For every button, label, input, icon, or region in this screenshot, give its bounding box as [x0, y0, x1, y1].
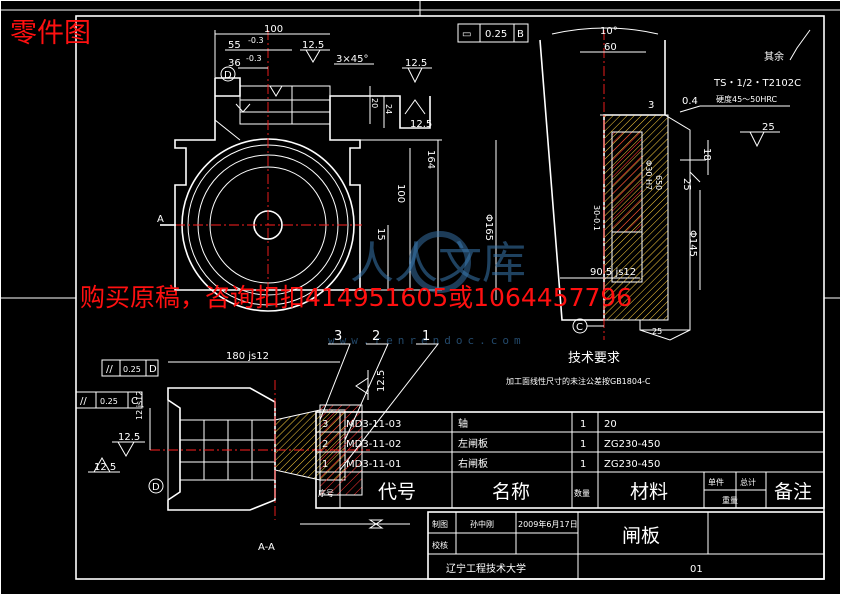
- bom-header-name: 名称: [492, 481, 530, 503]
- rest-rough-25: 25: [762, 122, 775, 133]
- angle-10: 10°: [600, 26, 618, 37]
- dim-100v: 100: [395, 184, 406, 203]
- bom-header-unit: 单件: [708, 477, 724, 487]
- dim-18: 18: [701, 148, 712, 161]
- title-block: 制图 孙中刚 2009年6月17日 校核 闸板 辽宁工程技术大学 01: [427, 511, 825, 580]
- page-title: 零件图: [10, 18, 91, 49]
- dim-36-tol: -0.3: [246, 54, 262, 63]
- bom-header-code: 代号: [378, 481, 416, 503]
- tb-drawer: 孙中刚: [470, 519, 494, 529]
- bom-header-remark: 备注: [774, 481, 812, 503]
- bom-header-total: 总计: [740, 477, 756, 487]
- parallel-1-ref: D: [149, 364, 157, 375]
- bom-row-2-seq: 2: [322, 439, 328, 450]
- balloon-3: 3: [334, 329, 342, 344]
- section-view: // 0.25 D // 0.25 C 180 js12 12 js12 12.…: [75, 329, 440, 553]
- dim-25-bottom: 25: [652, 327, 662, 336]
- dia-30b: 30-0.1: [592, 205, 601, 231]
- fit-12: 12 js12: [135, 391, 144, 420]
- parallel-1-val: 0.25: [123, 365, 141, 374]
- datum-c: C: [576, 322, 583, 333]
- rough-1: 12.5: [118, 432, 140, 443]
- watermark-text: 人人文库: [350, 238, 526, 289]
- bom-header-material: 材料: [630, 481, 668, 503]
- bom-row-3-mat: 20: [604, 419, 617, 430]
- dim-20: 20: [370, 98, 379, 108]
- bom-row-2-mat: ZG230-450: [604, 439, 660, 450]
- bom-header-weight: 重量: [722, 495, 738, 505]
- chamfer-note: 3×45°: [336, 54, 368, 65]
- bom-row-3-code: MD3-11-03: [346, 419, 401, 430]
- bom-row-3-name: 轴: [458, 417, 468, 430]
- fit-180: 180 js12: [226, 351, 269, 362]
- bom-row-2-code: MD3-11-02: [346, 439, 401, 450]
- bom-row-2-name: 左闸板: [458, 437, 488, 450]
- dia-145: Φ145: [687, 230, 698, 257]
- flatness-value: 0.25: [485, 29, 507, 40]
- tech-heading: 技术要求: [568, 351, 620, 366]
- fit-90-5: 90.5 js12: [590, 267, 636, 278]
- bom-row-1-qty: 1: [580, 459, 586, 470]
- bom-row-3-seq: 3: [322, 419, 328, 430]
- dim-100: 100: [264, 24, 283, 35]
- rest-label: 其余: [764, 50, 784, 63]
- bom-row-1-seq: 1: [322, 459, 328, 470]
- coating-spec: TS・1/2・T2102C: [713, 78, 801, 89]
- bom-header-seq: 序号: [318, 488, 334, 498]
- balloon-2: 2: [372, 329, 380, 344]
- dim-36: 36: [228, 58, 241, 69]
- bom-row-3-qty: 1: [580, 419, 586, 430]
- dim-15: 15: [375, 228, 386, 241]
- rough-2: 12.5: [94, 462, 116, 473]
- bom-table: 3 MD3-11-03 轴 1 20 2 MD3-11-02 左闸板 1 ZG2…: [315, 411, 825, 509]
- hardness-spec: 硬度45～50HRC: [716, 94, 778, 104]
- parallel-1-sym: //: [106, 364, 113, 375]
- parallel-2-val: 0.25: [100, 397, 118, 406]
- tb-date: 2009年6月17日: [518, 519, 578, 529]
- dim-24: 24: [384, 104, 393, 114]
- dim-650: 650: [654, 175, 663, 190]
- roughness-side-a: 12.5: [405, 58, 427, 69]
- bom-row-2-qty: 1: [580, 439, 586, 450]
- section-label: A-A: [258, 542, 275, 553]
- balloon-1: 1: [422, 329, 430, 344]
- tb-part-name: 闸板: [622, 525, 660, 547]
- contact-banner: 购买原稿，咨询扣扣414951605或1064457796: [80, 283, 632, 312]
- tb-school: 辽宁工程技术大学: [446, 562, 526, 575]
- tech-note: 加工面线性尺寸的未注公差按GB1804-C: [506, 376, 651, 386]
- parallel-2-sym: //: [80, 396, 87, 407]
- side-view: ▭ 0.25 B 10° 60 其余 TS・1/2・T2102C 硬度45～50…: [457, 23, 811, 341]
- dim-55: 55: [228, 40, 241, 51]
- bom-row-1-code: MD3-11-01: [346, 459, 401, 470]
- tb-draw-label: 制图: [432, 519, 448, 529]
- tb-check-label: 校核: [432, 540, 448, 550]
- dia-165: Φ165: [483, 214, 494, 241]
- front-view: A 100 55 -0.3 36 -0.3 D 12.5 3×45° 20 24…: [157, 24, 442, 312]
- dia-30: Φ30 H7: [644, 160, 653, 190]
- datum-d-bottom: D: [152, 482, 160, 493]
- dim-164: 164: [425, 150, 436, 169]
- flatness-ref: B: [517, 29, 524, 40]
- roughness-side-b: 12.5: [410, 119, 432, 130]
- dim-60: 60: [604, 42, 617, 53]
- datum-d-top: D: [224, 70, 232, 81]
- flatness-symbol: ▭: [462, 29, 471, 40]
- bom-header-qty: 数量: [574, 488, 590, 498]
- roughness-top: 12.5: [302, 40, 324, 51]
- section-marker-a: A: [157, 214, 164, 225]
- dim-3: 3: [648, 100, 654, 111]
- bom-row-1-mat: ZG230-450: [604, 459, 660, 470]
- rough-3: 12.5: [376, 370, 387, 392]
- tb-drawing-no: 01: [690, 564, 703, 575]
- dim-04: 0.4: [682, 96, 698, 107]
- bom-row-1-name: 右闸板: [458, 457, 488, 470]
- dim-55-tol: -0.3: [248, 36, 264, 45]
- parallel-2-ref: C: [131, 396, 138, 407]
- dim-25: 25: [681, 178, 692, 191]
